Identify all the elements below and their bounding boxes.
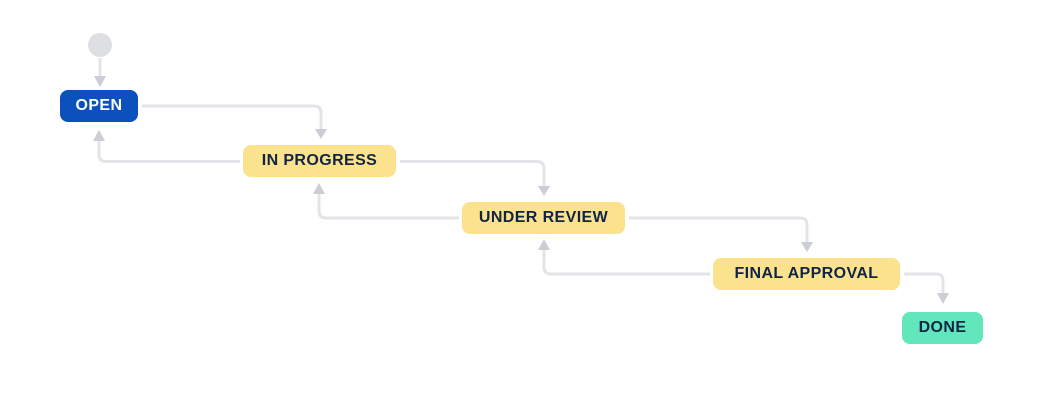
transition-under-review-to-in-progress[interactable] bbox=[313, 183, 459, 220]
connector-line bbox=[317, 194, 459, 220]
arrowhead-icon bbox=[801, 242, 813, 252]
connector-line bbox=[400, 160, 546, 187]
arrowhead-icon bbox=[538, 239, 550, 250]
transition-in-progress-to-under-review[interactable] bbox=[400, 160, 550, 197]
status-node-under-review[interactable]: UNDER REVIEW bbox=[462, 202, 625, 234]
status-label: UNDER REVIEW bbox=[478, 209, 609, 226]
status-node-final-approval[interactable]: FINAL APPROVAL bbox=[713, 258, 900, 290]
arrowhead-icon bbox=[94, 76, 106, 87]
status-label: DONE bbox=[918, 319, 967, 336]
status-label: OPEN bbox=[75, 97, 123, 114]
status-label: FINAL APPROVAL bbox=[734, 265, 879, 282]
transition-final-approval-to-under-review[interactable] bbox=[538, 239, 710, 276]
transition-start-to-open[interactable] bbox=[94, 58, 106, 87]
status-node-done[interactable]: DONE bbox=[902, 312, 983, 344]
arrowhead-icon bbox=[937, 293, 949, 304]
status-node-in-progress[interactable]: IN PROGRESS bbox=[243, 145, 396, 177]
status-node-open[interactable]: OPEN bbox=[60, 90, 138, 122]
status-label: IN PROGRESS bbox=[261, 152, 378, 169]
connector-line bbox=[142, 104, 323, 130]
connector-line bbox=[904, 272, 945, 294]
connector-line bbox=[629, 216, 809, 243]
arrowhead-icon bbox=[313, 183, 325, 194]
transition-under-review-to-final-approval[interactable] bbox=[629, 216, 813, 252]
start-node[interactable] bbox=[88, 33, 112, 57]
transition-in-progress-to-open[interactable] bbox=[93, 130, 240, 163]
arrowhead-icon bbox=[538, 186, 550, 196]
transition-final-approval-to-done[interactable] bbox=[904, 272, 949, 304]
arrowhead-icon bbox=[315, 129, 327, 139]
transition-open-to-in-progress[interactable] bbox=[142, 104, 327, 139]
arrowhead-icon bbox=[93, 130, 105, 141]
connector-line bbox=[542, 250, 710, 276]
connector-line bbox=[97, 141, 240, 163]
